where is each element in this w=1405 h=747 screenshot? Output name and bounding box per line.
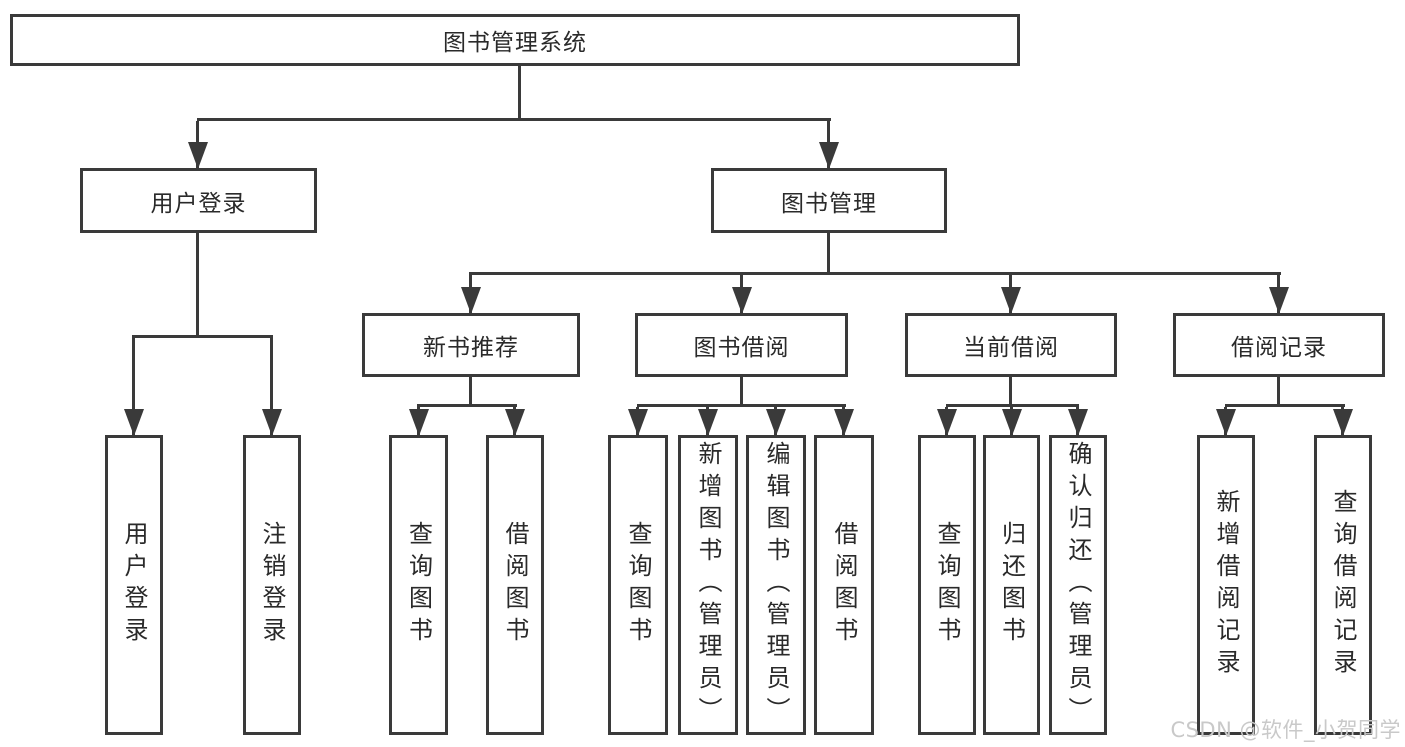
connector-user-login-stem xyxy=(196,233,199,336)
leaf-br-add-record-label: 新增借阅记录 xyxy=(1212,489,1240,681)
connector-arrow-current-borrow xyxy=(1009,275,1012,313)
leaf-cb-return-book-label: 归还图书 xyxy=(997,521,1026,649)
node-book-borrow: 图书借阅 xyxy=(635,313,848,377)
node-book-borrow-label: 图书借阅 xyxy=(693,335,790,361)
connector-arrow-bb-leaf3 xyxy=(774,407,777,435)
node-book-mgmt: 图书管理 xyxy=(711,168,947,233)
connector-arrow-login-leaf xyxy=(132,338,135,435)
connector-book-mgmt-stem xyxy=(827,233,830,273)
connector-arrow-new-book xyxy=(469,275,472,313)
leaf-logout-label: 注销登录 xyxy=(258,521,286,649)
connector-root-stem xyxy=(518,66,521,119)
connector-arrow-br-leaf2 xyxy=(1341,407,1344,435)
connector-arrow-user-login xyxy=(196,121,199,168)
watermark: CSDN @软件_小贺同学 xyxy=(1170,718,1401,742)
leaf-cb-query-book-label: 查询图书 xyxy=(933,521,961,649)
connector-borrow-record-stem xyxy=(1277,377,1280,406)
leaf-nb-query-book: 查询图书 xyxy=(389,435,448,735)
leaf-bb-query-book-label: 查询图书 xyxy=(624,521,652,649)
node-borrow-record: 借阅记录 xyxy=(1173,313,1385,377)
leaf-br-query-record: 查询借阅记录 xyxy=(1314,435,1372,735)
leaf-logout: 注销登录 xyxy=(243,435,301,735)
leaf-nb-borrow-book-label: 借阅图书 xyxy=(501,521,529,649)
connector-current-borrow-stem xyxy=(1009,377,1012,406)
node-root-label: 图书管理系统 xyxy=(443,30,587,56)
node-user-login-label: 用户登录 xyxy=(150,190,247,217)
leaf-bb-edit-book-admin-label: 编辑图书（管理员） xyxy=(762,441,790,729)
connector-arrow-nb-leaf1 xyxy=(417,407,420,435)
connector-arrow-cb-leaf3 xyxy=(1076,407,1079,435)
leaf-bb-add-book-admin-label: 新增图书（管理员） xyxy=(694,441,722,729)
node-current-borrow-label: 当前借阅 xyxy=(963,335,1059,361)
leaf-cb-return-book: 归还图书 xyxy=(983,435,1040,735)
connector-level2-branch xyxy=(197,118,831,121)
connector-arrow-book-mgmt xyxy=(827,121,830,168)
connector-borrow-record-branch xyxy=(1225,404,1345,407)
leaf-user-login-label: 用户登录 xyxy=(120,521,148,649)
connector-arrow-br-leaf1 xyxy=(1224,407,1227,435)
node-current-borrow: 当前借阅 xyxy=(905,313,1117,377)
leaf-bb-query-book: 查询图书 xyxy=(608,435,668,735)
leaf-bb-borrow-book: 借阅图书 xyxy=(814,435,874,735)
connector-arrow-bb-leaf1 xyxy=(636,407,639,435)
leaf-bb-edit-book-admin: 编辑图书（管理员） xyxy=(746,435,806,735)
node-user-login: 用户登录 xyxy=(80,168,317,233)
connector-arrow-book-borrow xyxy=(740,275,743,313)
connector-arrow-borrow-record xyxy=(1277,275,1280,313)
leaf-br-add-record: 新增借阅记录 xyxy=(1197,435,1255,735)
connector-arrow-bb-leaf4 xyxy=(842,407,845,435)
node-new-book-label: 新书推荐 xyxy=(423,335,519,361)
node-new-book: 新书推荐 xyxy=(362,313,580,377)
leaf-cb-confirm-return-admin: 确认归还（管理员） xyxy=(1049,435,1107,735)
connector-arrow-logout-leaf xyxy=(270,338,273,435)
connector-user-login-branch xyxy=(132,335,273,338)
leaf-bb-borrow-book-label: 借阅图书 xyxy=(830,521,858,649)
connector-book-borrow-branch xyxy=(637,404,846,407)
leaf-bb-add-book-admin: 新增图书（管理员） xyxy=(678,435,738,735)
leaf-br-query-record-label: 查询借阅记录 xyxy=(1329,489,1357,681)
connector-book-borrow-stem xyxy=(740,377,743,406)
leaf-nb-query-book-label: 查询图书 xyxy=(404,521,433,649)
connector-arrow-cb-leaf2 xyxy=(1010,407,1013,435)
leaf-user-login: 用户登录 xyxy=(105,435,163,735)
node-root: 图书管理系统 xyxy=(10,14,1020,66)
connector-new-book-stem xyxy=(469,377,472,406)
node-borrow-record-label: 借阅记录 xyxy=(1231,335,1327,361)
connector-arrow-nb-leaf2 xyxy=(513,407,516,435)
leaf-nb-borrow-book: 借阅图书 xyxy=(486,435,544,735)
leaf-cb-confirm-return-admin-label: 确认归还（管理员） xyxy=(1064,441,1092,729)
leaf-cb-query-book: 查询图书 xyxy=(918,435,976,735)
node-book-mgmt-label: 图书管理 xyxy=(781,190,877,217)
connector-new-book-branch xyxy=(417,404,517,407)
connector-arrow-cb-leaf1 xyxy=(945,407,948,435)
connector-current-borrow-branch xyxy=(946,404,1079,407)
connector-arrow-bb-leaf2 xyxy=(706,407,709,435)
connector-level3-branch xyxy=(469,272,1281,275)
